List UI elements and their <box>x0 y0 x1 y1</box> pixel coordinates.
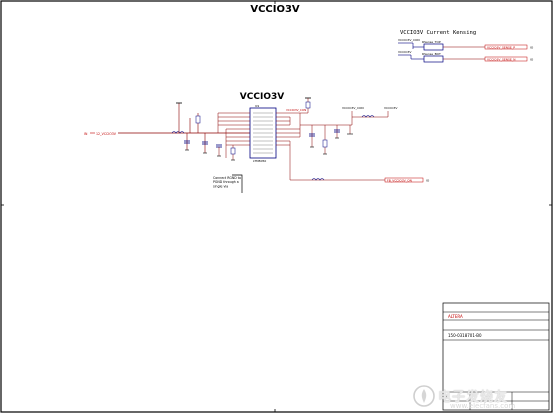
vout-net-label: VCCIO3V_CON <box>342 106 364 110</box>
title-block: ALTERA 150-0318701-B0 C <box>442 302 550 411</box>
fb-flag: IO <box>426 178 430 182</box>
title-block-size: C <box>446 394 449 399</box>
sheet-title: VCCIO3V <box>250 4 300 15</box>
ic-ref: U9 <box>255 104 259 108</box>
elecfans-logo-icon <box>413 385 435 407</box>
sense-p-label: VCCIO3V_SENSE_P <box>487 45 515 49</box>
rsense-top-label: RSense_TOP <box>422 40 441 44</box>
sense-net-a: VCCIO3V_CON <box>398 38 420 42</box>
ic-part: LTM8050 <box>253 159 266 163</box>
sense-n-label: VCCIO3V_SENSE_N <box>487 57 516 61</box>
title-block-doc: 150-0318701-B0 <box>448 333 482 338</box>
sense-n-flag: IO <box>530 57 534 61</box>
watermark: 电子发烧友 www.elecfans.com <box>410 384 550 412</box>
sense-net-b: VCCIO3V <box>398 50 412 54</box>
sense-p-flag: IO <box>530 45 534 49</box>
top-net-label: VCCIO3V_CON <box>286 108 306 112</box>
watermark-text: 电子发烧友 <box>438 390 509 405</box>
block-title: VCCIO3V <box>240 92 284 102</box>
regulator-block: VCCIO3V IN 12_VCCIO3V U9 LTM8050 <box>84 92 430 193</box>
watermark-url: www.elecfans.com <box>450 402 516 410</box>
fb-label: FB_VCCIO3V_ON <box>387 178 412 182</box>
rsense-bot-label: RSense_BOT <box>422 52 441 56</box>
current-sense-block: VCCIO3V Current Kensing VCCIO3V_CON RSen… <box>398 30 534 63</box>
input-net-label: 12_VCCIO3V <box>96 132 117 136</box>
fb-net-label <box>384 177 424 183</box>
sense-n-net-label <box>484 56 528 62</box>
rsense-bot <box>423 55 444 63</box>
sense-subtitle: VCCIO3V Current Kensing <box>400 30 476 36</box>
sense-p-net-label <box>484 44 528 50</box>
rsense-top <box>423 43 444 51</box>
title-block-company: ALTERA <box>448 314 463 319</box>
vout-label: VCCIO3V <box>384 106 398 110</box>
input-flag: IN <box>84 132 88 136</box>
